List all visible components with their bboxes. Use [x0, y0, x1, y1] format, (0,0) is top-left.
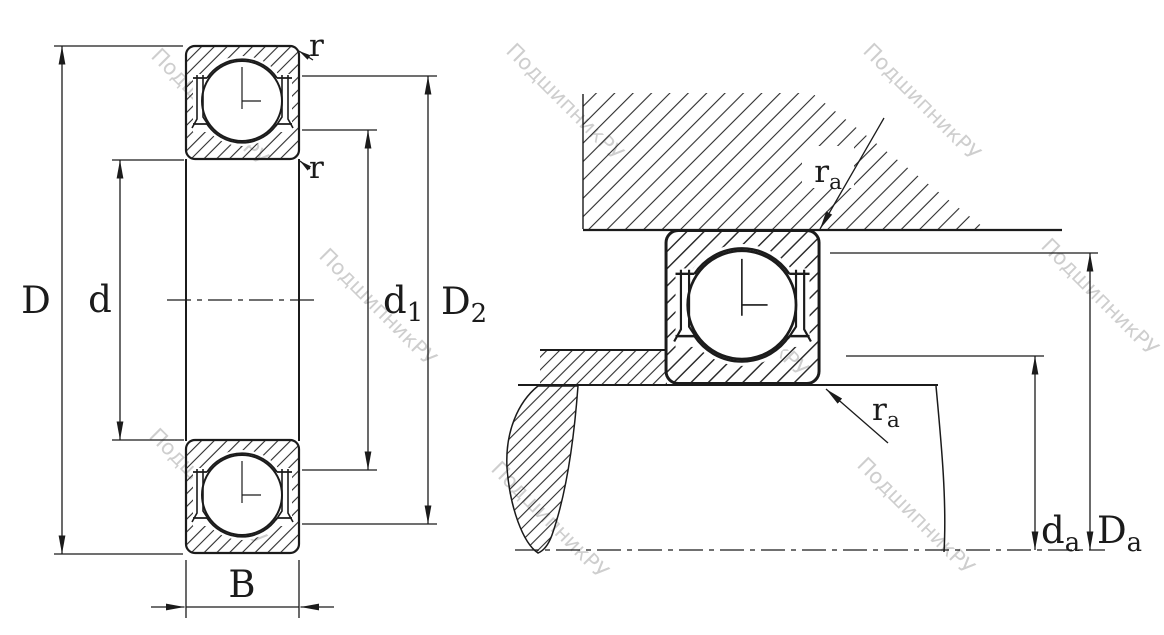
mounted-bearing-section: [664, 228, 821, 385]
upper-bearing-section: [184, 44, 301, 161]
dim-d1: d1: [302, 129, 423, 471]
dim-label-r-bottom: r: [309, 150, 324, 186]
dim-label-ra-top: ra: [814, 154, 842, 195]
ra-bottom-leader: [825, 388, 889, 444]
mounting-view: ra ra da Da: [506, 93, 1142, 558]
dim-label-Da: Da: [1097, 509, 1142, 558]
shaft-break-section: [506, 385, 579, 554]
dim-d: d: [88, 159, 184, 441]
dim-B: B: [151, 560, 334, 618]
ra-callouts: ra ra: [802, 117, 900, 444]
dim-label-d1: d1: [383, 279, 423, 328]
housing-section: [583, 93, 987, 230]
dim-label-r-top: r: [309, 28, 324, 64]
dim-label-D: D: [21, 279, 51, 322]
radius-callouts: r r: [298, 28, 324, 186]
shaft-shoulder-section: [540, 350, 667, 384]
dim-label-B: B: [228, 563, 255, 606]
dim-label-D2: D2: [441, 280, 487, 329]
dim-da: da: [846, 355, 1080, 558]
dim-D2-extension-lines: [302, 75, 437, 525]
r-top-leader: [298, 50, 314, 61]
ra-top-leader: [819, 117, 885, 230]
dim-Da: Da: [830, 252, 1142, 558]
dim-d-extension-lines: [112, 159, 184, 441]
dim-label-da: da: [1041, 509, 1080, 558]
shaft-break-line: [935, 385, 946, 553]
lower-bearing-section: [184, 438, 301, 555]
dim-label-ra-bottom: ra: [872, 392, 900, 433]
dim-label-d: d: [88, 278, 112, 321]
dim-D2: D2: [302, 75, 487, 525]
watermark: ПодшипникРУ: [852, 453, 979, 580]
ra-top-label-backing: [802, 146, 854, 188]
dim-d1-extension-lines: [302, 129, 377, 471]
dim-D: D: [21, 45, 183, 555]
front-view: D d d1 D2 r r: [21, 28, 487, 618]
dim-D-extension-lines: [54, 45, 183, 555]
r-bottom-leader: [299, 160, 312, 171]
dim-B-extension-lines: [185, 560, 300, 618]
